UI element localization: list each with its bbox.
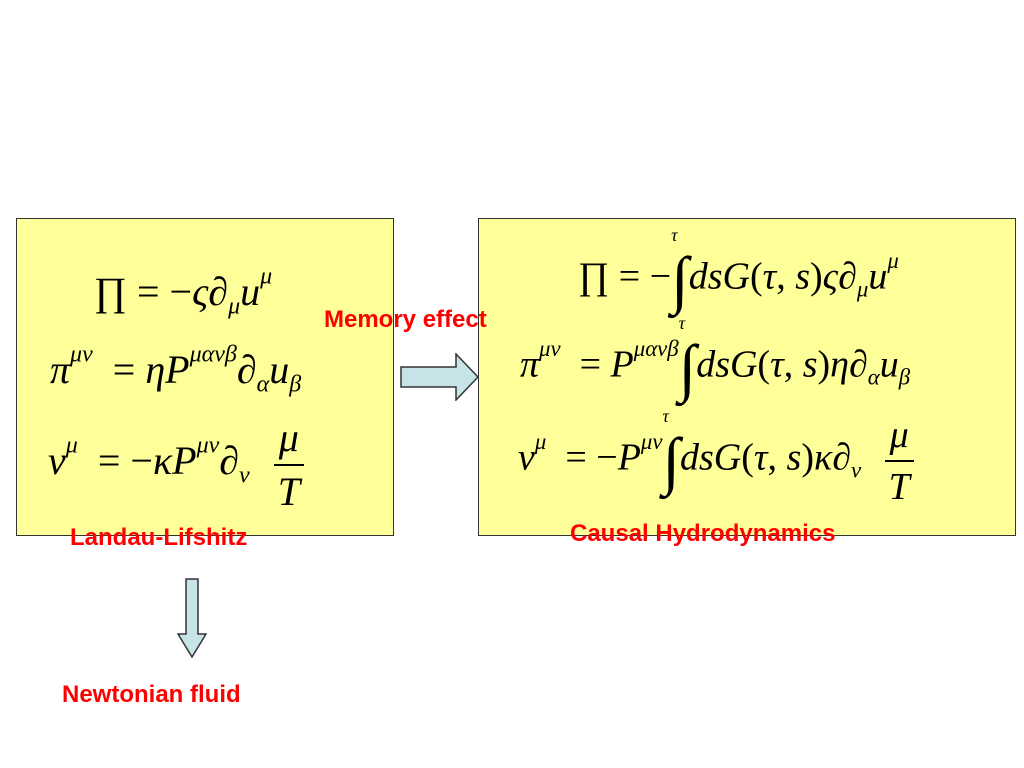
ll-bulk-pressure-equation: ∏ = −ς∂μuμ [94,263,273,320]
landau-lifshitz-equations-box [16,218,394,536]
integral-icon: τ∫ [678,313,697,403]
landau-lifshitz-label: Landau-Lifshitz [70,524,248,551]
integral-icon: τ∫ [671,225,689,315]
causal-hydrodynamics-label: Causal Hydrodynamics [570,520,836,547]
ll-shear-stress-equation: πμν = ηPμανβ∂αuβ [50,341,302,398]
causal-hydrodynamics-equations-box [478,218,1016,536]
memory-effect-label: Memory effect [324,306,487,333]
causal-bulk-pressure-equation: ∏ = −τ∫dsG(τ, s)ς∂μuμ [578,225,899,315]
right-arrow-icon [400,353,480,401]
integral-icon: τ∫ [662,406,681,496]
newtonian-fluid-label: Newtonian fluid [62,681,241,708]
down-arrow-icon [177,578,207,658]
